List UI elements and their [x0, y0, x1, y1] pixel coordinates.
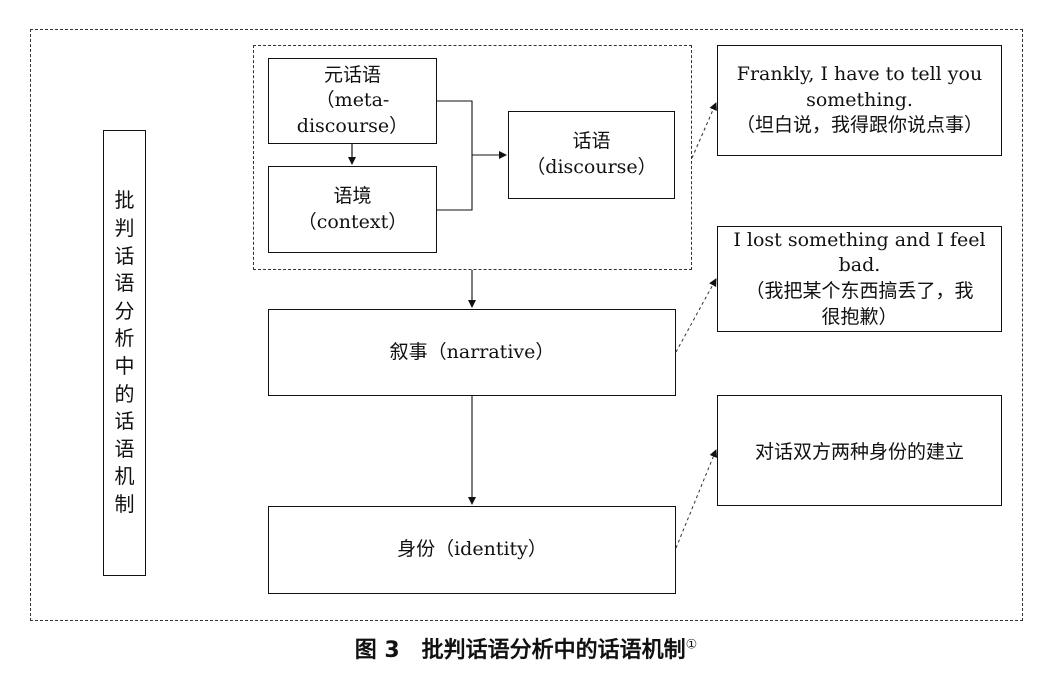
side-title-char: 语	[114, 436, 135, 461]
identity-box: 身份（identity）	[268, 506, 676, 594]
note-frankly-box: Frankly, I have to tell you something. （…	[717, 45, 1002, 156]
side-title-char: 中	[114, 354, 135, 378]
meta-discourse-en: （meta-discourse）	[296, 89, 409, 137]
dotted-arrow-note2	[675, 278, 717, 353]
side-title-box: 批 判 话 语 分 析 中 的 话 语 机 制	[103, 130, 146, 576]
note1-line2: something.	[806, 88, 913, 111]
context-en: （context）	[297, 210, 408, 233]
dotted-arrow-note3	[675, 449, 718, 549]
side-title-char: 机	[114, 464, 135, 489]
note1-line1: Frankly, I have to tell you	[736, 63, 983, 86]
note2-line2: （我把某个东西搞丢了，我	[745, 280, 974, 302]
narrative-box: 叙事（narrative）	[268, 309, 676, 396]
note3-text: 对话双方两种身份的建立	[754, 441, 964, 463]
context-box: 语境 （context）	[268, 166, 437, 253]
side-title-char: 制	[114, 491, 135, 516]
connector-meta-bracket	[437, 100, 473, 211]
side-title-char: 批	[114, 188, 135, 213]
discourse-en: （discourse）	[526, 156, 657, 178]
note1-line3: （坦白说，我得跟你说点事）	[735, 114, 983, 137]
discourse-zh: 话语	[572, 130, 611, 153]
figure-caption: 图 3 批判话语分析中的话语机制①	[0, 632, 1052, 664]
meta-discourse-zh: 元话语	[323, 63, 381, 86]
side-title-char: 析	[114, 326, 135, 351]
side-title-char: 判	[114, 216, 135, 241]
discourse-box: 话语 （discourse）	[508, 111, 675, 199]
side-title-char: 语	[114, 271, 135, 296]
inner-frame	[253, 45, 692, 270]
context-zh: 语境	[333, 184, 372, 207]
note-identity-box: 对话双方两种身份的建立	[717, 395, 1002, 506]
side-title-char: 的	[114, 381, 135, 406]
caption-footnote: ①	[685, 637, 698, 653]
note2-line1: I lost something and I feel bad.	[733, 228, 986, 277]
outer-frame	[30, 29, 1023, 621]
caption-text: 图 3 批判话语分析中的话语机制	[354, 638, 686, 663]
side-title-char: 分	[114, 298, 135, 323]
side-title-char: 话	[114, 409, 135, 434]
meta-discourse-box: 元话语 （meta-discourse）	[268, 58, 437, 144]
note2-line3: 很抱歉）	[821, 305, 898, 328]
side-title-char: 话	[114, 243, 135, 268]
identity-label: 身份（identity）	[397, 538, 547, 561]
narrative-label: 叙事（narrative）	[389, 340, 555, 363]
note-lost-box: I lost something and I feel bad. （我把某个东西…	[717, 226, 1002, 332]
dotted-arrow-note1	[691, 102, 717, 159]
